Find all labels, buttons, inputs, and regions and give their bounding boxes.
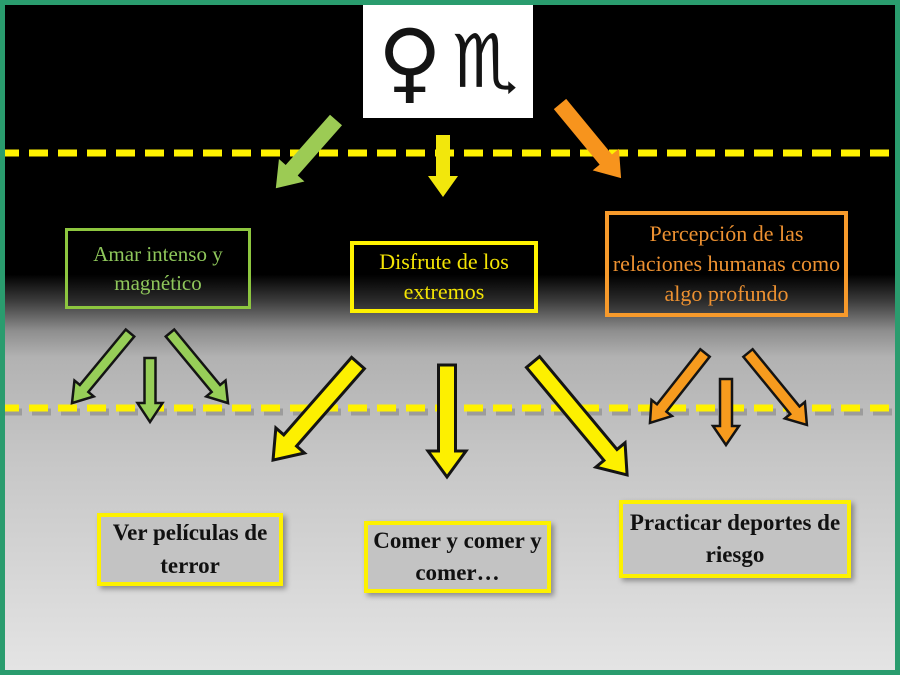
behavior-box-comer-label: Comer y comer y comer… — [373, 527, 542, 585]
green-arrow-downleft-icon — [275, 114, 343, 189]
yellow-arrow-group-down-icon — [425, 363, 469, 480]
behavior-box-deportes-riesgo: Practicar deportes de riesgo — [619, 500, 851, 578]
behavior-box-peliculas-terror: Ver películas de terror — [97, 513, 283, 586]
trait-box-disfrute-extremos: Disfrute de los extremos — [350, 241, 538, 313]
orange-arrow-group-downleft-icon — [648, 347, 712, 425]
orange-arrow-downright-icon — [553, 98, 622, 179]
trait-box-percepcion-relaciones: Percepción de las relaciones humanas com… — [605, 211, 848, 317]
green-arrow-group-downright-icon — [164, 327, 230, 405]
trait-box-disfrute-label: Disfrute de los extremos — [379, 249, 509, 304]
behavior-box-deportes-label: Practicar deportes de riesgo — [629, 509, 841, 567]
yellow-arrow-group-downleft-icon — [271, 355, 367, 462]
trait-box-amar-label: Amar intenso y magnético — [93, 242, 223, 295]
yellow-arrow-down-icon — [428, 135, 458, 197]
scorpio-symbol-icon: ♏ — [452, 18, 519, 105]
orange-arrow-group-down-icon — [710, 377, 742, 448]
venus-symbol-icon: ♀ — [377, 9, 443, 113]
green-arrow-group-downleft-icon — [70, 327, 136, 405]
orange-arrow-group-downright-icon — [741, 347, 809, 427]
yellow-arrow-group-downright-icon — [524, 354, 629, 477]
behavior-box-comer: Comer y comer y comer… — [364, 521, 551, 593]
green-arrow-group-down-icon — [135, 356, 165, 425]
trait-box-amar-intenso: Amar intenso y magnético — [65, 228, 251, 309]
title-symbol-box: ♀ ♏ — [363, 5, 533, 118]
behavior-box-peliculas-label: Ver películas de terror — [112, 520, 268, 578]
trait-box-percepcion-label: Percepción de las relaciones humanas com… — [612, 221, 841, 306]
